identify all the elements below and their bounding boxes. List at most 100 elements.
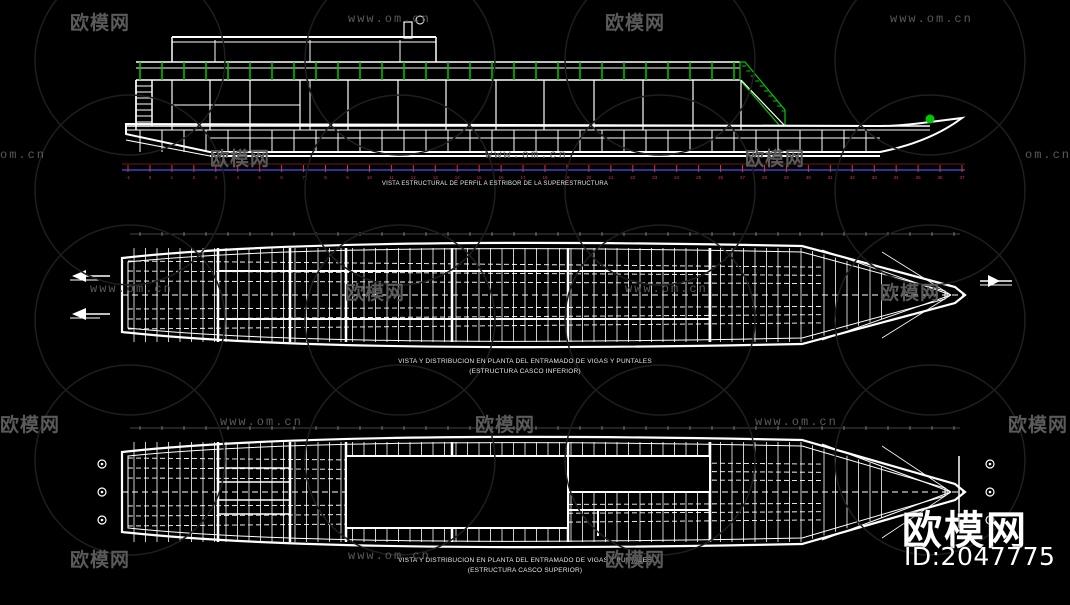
longitudinal-stringer — [127, 306, 823, 310]
model-id-label: ID:2047775 — [904, 542, 1056, 571]
watermark-url: www.om.cn — [348, 549, 431, 563]
frame-number: 36 — [938, 175, 944, 180]
watermark-brand: 欧模网 — [345, 282, 406, 304]
upper-plan-subcaption: (ESTRUCTURA CASCO SUPERIOR) — [467, 567, 583, 574]
watermark-url: om.cn — [1025, 148, 1070, 162]
bollard-icon — [100, 490, 104, 494]
bollard-icon — [988, 462, 992, 466]
frame-number: 33 — [872, 175, 878, 180]
watermark-brand: 欧模网 — [70, 549, 131, 571]
frame-number: 34 — [894, 175, 900, 180]
bow-strut — [881, 294, 952, 339]
watermark-brand: 欧模网 — [1008, 414, 1069, 436]
watermark-url: www.om.cn — [890, 12, 973, 26]
watermark-circle — [304, 0, 496, 156]
bow-slope — [740, 79, 786, 127]
hull-outline — [120, 241, 967, 349]
frame-number: 19 — [564, 175, 570, 180]
watermark-circle — [34, 94, 226, 286]
frame-number: 24 — [674, 175, 680, 180]
frame-number: 10 — [367, 175, 373, 180]
bow-strut — [881, 445, 952, 493]
profile-caption: VISTA ESTRUCTURAL DE PERFIL A ESTRIBOR D… — [381, 181, 609, 187]
bow-light — [925, 114, 935, 124]
frame-number: 29 — [784, 175, 790, 180]
frame-number: 15 — [477, 175, 483, 180]
deck-panel — [217, 467, 291, 483]
frame-number: 8 — [324, 175, 327, 180]
watermark-circle — [834, 224, 1026, 416]
frame-number: 9 — [346, 175, 349, 180]
bollard-icon — [97, 487, 107, 497]
watermark-circle — [304, 224, 496, 416]
watermark-circles — [34, 0, 1026, 556]
bollard-icon — [985, 459, 995, 469]
frame-number: 5 — [258, 175, 261, 180]
frame-number: 6 — [280, 175, 283, 180]
watermark-url: www.om.cn — [220, 415, 303, 429]
watermark-circle — [34, 364, 226, 556]
watermark-url: www.om.cn — [90, 282, 173, 296]
bollard-icon — [97, 459, 107, 469]
bollard-icon — [988, 490, 992, 494]
watermark-circle — [564, 94, 756, 286]
frame-number: 26 — [718, 175, 724, 180]
mast — [403, 21, 413, 39]
watermark-url: om.cn — [0, 148, 47, 162]
bow-strut — [881, 491, 952, 539]
frame-number: 0 — [149, 175, 152, 180]
lower-hull-plan-view — [70, 232, 1012, 349]
frame-number: 11 — [389, 175, 394, 180]
frame-number: 14 — [455, 175, 461, 180]
frame-number: 4 — [236, 175, 239, 180]
watermark-circle — [34, 0, 226, 156]
watermark-url: www.om.cn — [485, 148, 568, 162]
bollard-icon — [100, 518, 104, 522]
frame-number: 1 — [171, 175, 174, 180]
frame-number: -1 — [126, 175, 130, 180]
frame-number: 25 — [696, 175, 702, 180]
frame-number: 30 — [806, 175, 812, 180]
frame-number: 16 — [499, 175, 505, 180]
frame-number: 20 — [586, 175, 592, 180]
watermark-circle — [34, 224, 226, 416]
frame-number: 7 — [302, 175, 305, 180]
bow-strut — [821, 249, 952, 296]
frame-number: 2 — [193, 175, 196, 180]
bow-strut — [821, 443, 952, 493]
frame-number: 3 — [215, 175, 218, 180]
frame-number: 31 — [828, 175, 834, 180]
watermark-brand: 欧模网 — [0, 414, 61, 436]
watermark-circle — [834, 0, 1026, 156]
frame-number: 17 — [521, 175, 527, 180]
upper-plan-caption: VISTA Y DISTRIBUCION EN PLANTA DEL ENTRA… — [398, 557, 652, 564]
lower-plan-subcaption: (ESTRUCTURA CASCO INFERIOR) — [469, 368, 581, 375]
watermark-brand: 欧模网 — [605, 549, 666, 571]
frame-number: 21 — [608, 175, 614, 180]
section-arrow-icon — [72, 308, 86, 320]
frame-number: 23 — [652, 175, 658, 180]
watermark-brand: 欧模网 — [880, 282, 941, 304]
watermark-circle — [564, 364, 756, 556]
brand-logo-text: 欧模网 — [902, 508, 1028, 554]
bow-strut — [821, 294, 952, 341]
watermark-url: www.om.cn — [348, 12, 431, 26]
watermark-brand: 欧模网 — [70, 12, 131, 34]
hull-profile — [125, 116, 966, 153]
bow-strut — [821, 491, 952, 541]
upper-hull-plan-view — [97, 426, 995, 549]
frame-number: 32 — [850, 175, 856, 180]
frame-number: 37 — [959, 175, 965, 180]
longitudinal-stringer — [127, 260, 823, 268]
bow-strut — [881, 251, 952, 296]
watermark-circle — [834, 364, 1026, 556]
hatch-opening — [567, 455, 711, 493]
watermark-circle — [304, 364, 496, 556]
watermark-brand: 欧模网 — [475, 414, 536, 436]
bollard-icon — [985, 487, 995, 497]
lower-plan-caption: VISTA Y DISTRIBUCION EN PLANTA DEL ENTRA… — [398, 358, 652, 365]
hatch-opening — [345, 455, 569, 529]
watermark-circle — [834, 94, 1026, 286]
